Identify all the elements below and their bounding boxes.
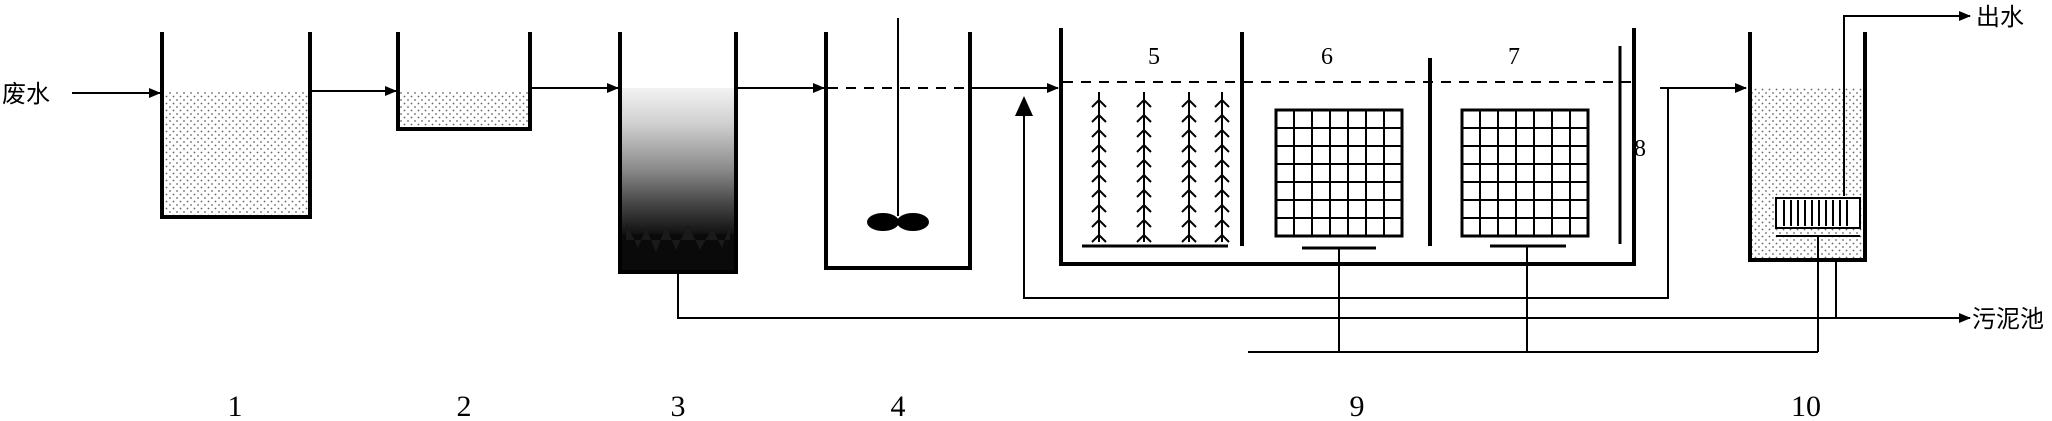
- zone-6-grid: [1274, 108, 1404, 352]
- carrier-chevron: [1181, 98, 1197, 108]
- label-7: 7: [1508, 44, 1520, 70]
- carrier-chevron: [1214, 113, 1230, 123]
- outlet-pipe: [1843, 15, 1958, 196]
- carrier-chevron: [1091, 218, 1107, 228]
- zone-5-carriers: [1091, 92, 1230, 243]
- carrier-chevron: [1181, 173, 1197, 183]
- carrier-chevron: [1181, 203, 1197, 213]
- carrier-chevron: [1091, 173, 1107, 183]
- carrier-chevron: [1214, 233, 1230, 243]
- carrier-chevron: [1091, 188, 1107, 198]
- stirrer-icon: [867, 18, 929, 231]
- carrier-chevron: [1136, 158, 1152, 168]
- carrier-chevron: [1091, 128, 1107, 138]
- carrier-chevron: [1181, 128, 1197, 138]
- carrier-chevron: [1214, 128, 1230, 138]
- recycle-arrow-head: [1015, 96, 1033, 116]
- sludge-recycle-line: [1023, 88, 1669, 299]
- carrier-chevron: [1136, 233, 1152, 243]
- carrier-chevron: [1214, 158, 1230, 168]
- carrier-chevron: [1136, 218, 1152, 228]
- carrier-chevron: [1091, 113, 1107, 123]
- carrier-chevron: [1091, 98, 1107, 108]
- tank-2: [396, 32, 532, 131]
- label-9: 9: [1350, 390, 1365, 421]
- zone-7-grid: [1460, 108, 1590, 352]
- tank-10-clarifier: [1748, 32, 1867, 262]
- sludge-line: [677, 272, 1958, 319]
- sludge-pond-label: 污泥池: [1972, 305, 2044, 333]
- carrier-chevron: [1181, 233, 1197, 243]
- carrier-chevron: [1136, 113, 1152, 123]
- carrier-chevron: [1181, 188, 1197, 198]
- label-10: 10: [1791, 390, 1821, 421]
- label-5: 5: [1148, 44, 1160, 70]
- carrier-chevron: [1181, 113, 1197, 123]
- carrier-chevron: [1214, 218, 1230, 228]
- carrier-chevron: [1214, 143, 1230, 153]
- outlet-label: 出水: [1976, 3, 2024, 31]
- tank-4-mixer: [824, 32, 972, 270]
- tank-1: [160, 32, 312, 219]
- inlet-label: 废水: [2, 80, 50, 108]
- label-4: 4: [891, 390, 906, 421]
- carrier-chevron: [1136, 98, 1152, 108]
- reactor-outer-wall: [1059, 28, 1636, 266]
- label-1: 1: [228, 390, 243, 421]
- label-2: 2: [457, 390, 472, 421]
- carrier-chevron: [1214, 203, 1230, 213]
- carrier-chevron: [1181, 158, 1197, 168]
- carrier-chevron: [1214, 173, 1230, 183]
- label-6: 6: [1321, 44, 1333, 70]
- carrier-chevron: [1136, 143, 1152, 153]
- carrier-chevron: [1136, 188, 1152, 198]
- carrier-chevron: [1136, 128, 1152, 138]
- tank-3-settler: [618, 32, 738, 274]
- label-8: 8: [1634, 136, 1646, 162]
- carrier-chevron: [1091, 233, 1107, 243]
- carrier-chevron: [1181, 218, 1197, 228]
- carrier-chevron: [1136, 203, 1152, 213]
- carrier-chevron: [1091, 143, 1107, 153]
- carrier-chevron: [1214, 188, 1230, 198]
- label-3: 3: [671, 390, 686, 421]
- carrier-chevron: [1136, 173, 1152, 183]
- carrier-chevron: [1214, 98, 1230, 108]
- carrier-chevron: [1091, 203, 1107, 213]
- carrier-chevron: [1181, 143, 1197, 153]
- carrier-chevron: [1091, 158, 1107, 168]
